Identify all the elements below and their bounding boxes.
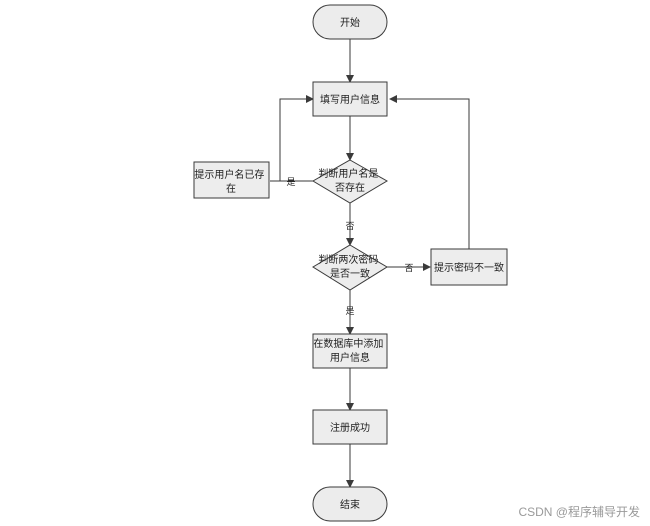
start-label: 开始 (340, 16, 360, 29)
add-user-label: 在数据库中添加 用户信息 (313, 337, 386, 364)
watermark: CSDN @程序辅导开发 (518, 505, 640, 519)
register-success-box (312, 409, 388, 445)
check-password-line-2: 是否一致 (330, 267, 370, 280)
end-terminal (312, 486, 388, 522)
password-mismatch-label: 提示密码不一致 (434, 261, 504, 274)
add-user-line-2: 用户信息 (330, 351, 370, 364)
username-exists-line-2: 在 (226, 183, 236, 195)
edge-password-mismatch-back (389, 95, 470, 249)
fill-info-box (312, 81, 388, 117)
check-username-line-1: 判断用户名是 (318, 167, 378, 180)
username-exists-label: 提示用户名已存 在 (194, 168, 267, 195)
edge-username-exists-back (270, 95, 314, 182)
check-password-decision (312, 244, 388, 291)
add-user-box (312, 333, 388, 369)
end-label: 结束 (340, 498, 360, 511)
edge-label-username-no: 否 (345, 221, 354, 232)
edge-label-password-no: 否 (404, 263, 413, 274)
register-success-label: 注册成功 (330, 421, 370, 434)
edge-label-username-yes: 是 (286, 177, 295, 188)
check-username-line-2: 否存在 (335, 181, 365, 194)
username-exists-line-1: 提示用户名已存 (194, 168, 264, 181)
password-mismatch-box (430, 248, 508, 286)
edge-label-password-yes: 是 (345, 306, 354, 317)
check-password-line-1: 判断两次密码 (318, 253, 378, 266)
start-terminal (312, 4, 388, 40)
check-username-label: 判断用户名是 否存在 (318, 167, 381, 194)
fill-info-label: 填写用户信息 (320, 93, 380, 106)
add-user-line-1: 在数据库中添加 (313, 337, 383, 350)
check-username-decision (312, 159, 388, 204)
username-exists-box (193, 161, 270, 199)
check-password-label: 判断两次密码 是否一致 (318, 253, 381, 280)
